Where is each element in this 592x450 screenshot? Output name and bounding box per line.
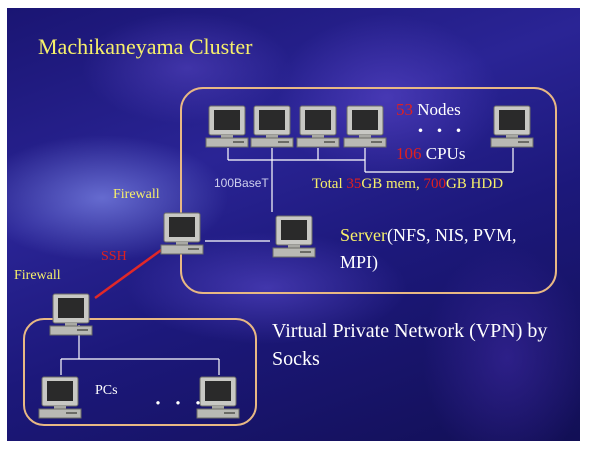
pcs-ellipsis: ・・・ — [150, 396, 211, 413]
cluster-group-box — [180, 87, 557, 294]
total-prefix: Total — [312, 176, 347, 192]
server-name: Server — [340, 225, 387, 245]
cluster-node-last-icon — [490, 105, 534, 148]
cluster-node-4-icon — [343, 105, 387, 148]
server-services: (NFS, NIS, PVM, MPI) — [340, 225, 517, 272]
cpus-count: 106 — [396, 144, 422, 163]
slide-title: Machikaneyama Cluster — [38, 34, 253, 59]
network-label: 100BaseT — [214, 176, 269, 190]
lower-firewall-label: Firewall — [14, 268, 61, 283]
nodes-text: Nodes — [413, 100, 461, 119]
pcs-label: PCs — [95, 383, 118, 398]
server-label: Server(NFS, NIS, PVM, MPI) — [340, 222, 550, 276]
upper-firewall-label: Firewall — [113, 187, 160, 202]
mem-value: 35 — [346, 176, 362, 192]
upper-firewall-computer-icon — [160, 212, 204, 255]
cluster-node-2-icon — [250, 105, 294, 148]
ssh-label: SSH — [101, 249, 127, 264]
nodes-count: 53 — [396, 100, 413, 119]
server-computer-icon — [272, 215, 316, 258]
cluster-network-lines — [205, 148, 514, 242]
cpus-count-label: 106 CPUs — [396, 144, 465, 164]
lower-firewall-computer-icon — [49, 293, 93, 336]
cluster-ellipsis: ・・・ — [412, 122, 469, 141]
mem-suffix: GB mem, — [361, 176, 424, 192]
cpus-text: CPUs — [421, 144, 466, 163]
nodes-count-label: 53 Nodes — [396, 100, 461, 120]
vpn-group-box — [23, 318, 257, 426]
cluster-node-1-icon — [205, 105, 249, 148]
vpn-label: Virtual Private Network (VPN) by Socks — [272, 320, 548, 370]
hdd-suffix: GB HDD — [445, 176, 504, 192]
hdd-value: 700 — [423, 176, 446, 192]
ssh-link — [94, 246, 165, 300]
cluster-node-3-icon — [296, 105, 340, 148]
vpn-pc-1-icon — [38, 376, 82, 419]
total-resources-label: Total 35GB mem, 700GB HDD — [312, 176, 503, 193]
